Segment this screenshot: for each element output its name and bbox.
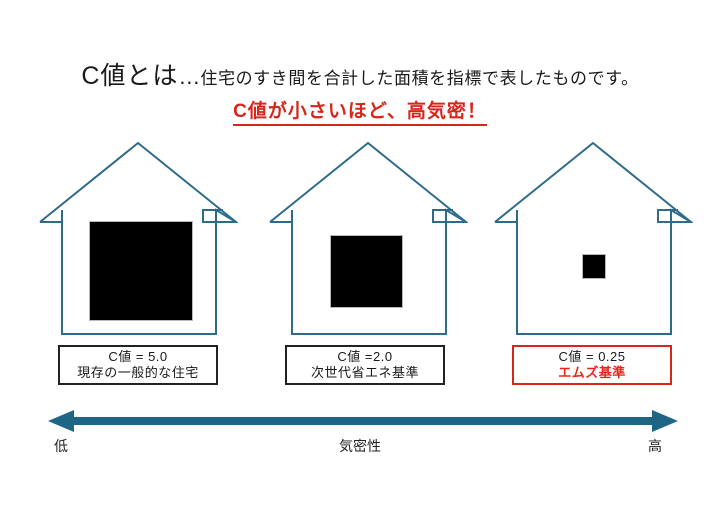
leak-area-small <box>582 254 606 279</box>
house-icon <box>39 141 238 335</box>
axis-label-mid: 気密性 <box>339 438 381 454</box>
house-icon <box>494 141 693 335</box>
double-arrow-icon <box>48 410 678 432</box>
c-value-label-1: C値 = 5.0 <box>108 348 168 364</box>
title-emphasis: C値が小さいほど、高気密！ <box>0 96 720 126</box>
axis-label-high: 高 <box>648 438 662 454</box>
house-label-box-1: C値 = 5.0 現存の一般的な住宅 <box>58 345 218 385</box>
c-value-label-3: C値 = 0.25 <box>558 348 626 364</box>
house-group-2 <box>268 138 468 338</box>
house-icon <box>269 141 468 335</box>
house-category-3: エムズ基準 <box>558 365 626 380</box>
title-main-big: C値とは <box>81 62 179 90</box>
c-value-label-2: C値 =2.0 <box>337 348 393 364</box>
house-group-1 <box>38 138 238 338</box>
house-label-box-3: C値 = 0.25 エムズ基準 <box>512 345 672 385</box>
house-category-2: 次世代省エネ基準 <box>310 365 419 380</box>
axis-label-low: 低 <box>54 438 68 454</box>
house-category-1: 現存の一般的な住宅 <box>77 365 199 380</box>
house-group-3 <box>493 138 693 338</box>
title-main-small: 住宅のすき間を合計した面積を指標で表したものです。 <box>200 69 639 88</box>
page-title: C値とは…住宅のすき間を合計した面積を指標で表したものです。 <box>0 56 720 92</box>
house-label-box-2: C値 =2.0 次世代省エネ基準 <box>285 345 445 385</box>
leak-area-large <box>89 221 193 321</box>
title-emphasis-text: C値が小さいほど、高気密！ <box>233 101 487 126</box>
leak-area-medium <box>330 235 403 308</box>
title-ellipsis: … <box>178 64 201 89</box>
